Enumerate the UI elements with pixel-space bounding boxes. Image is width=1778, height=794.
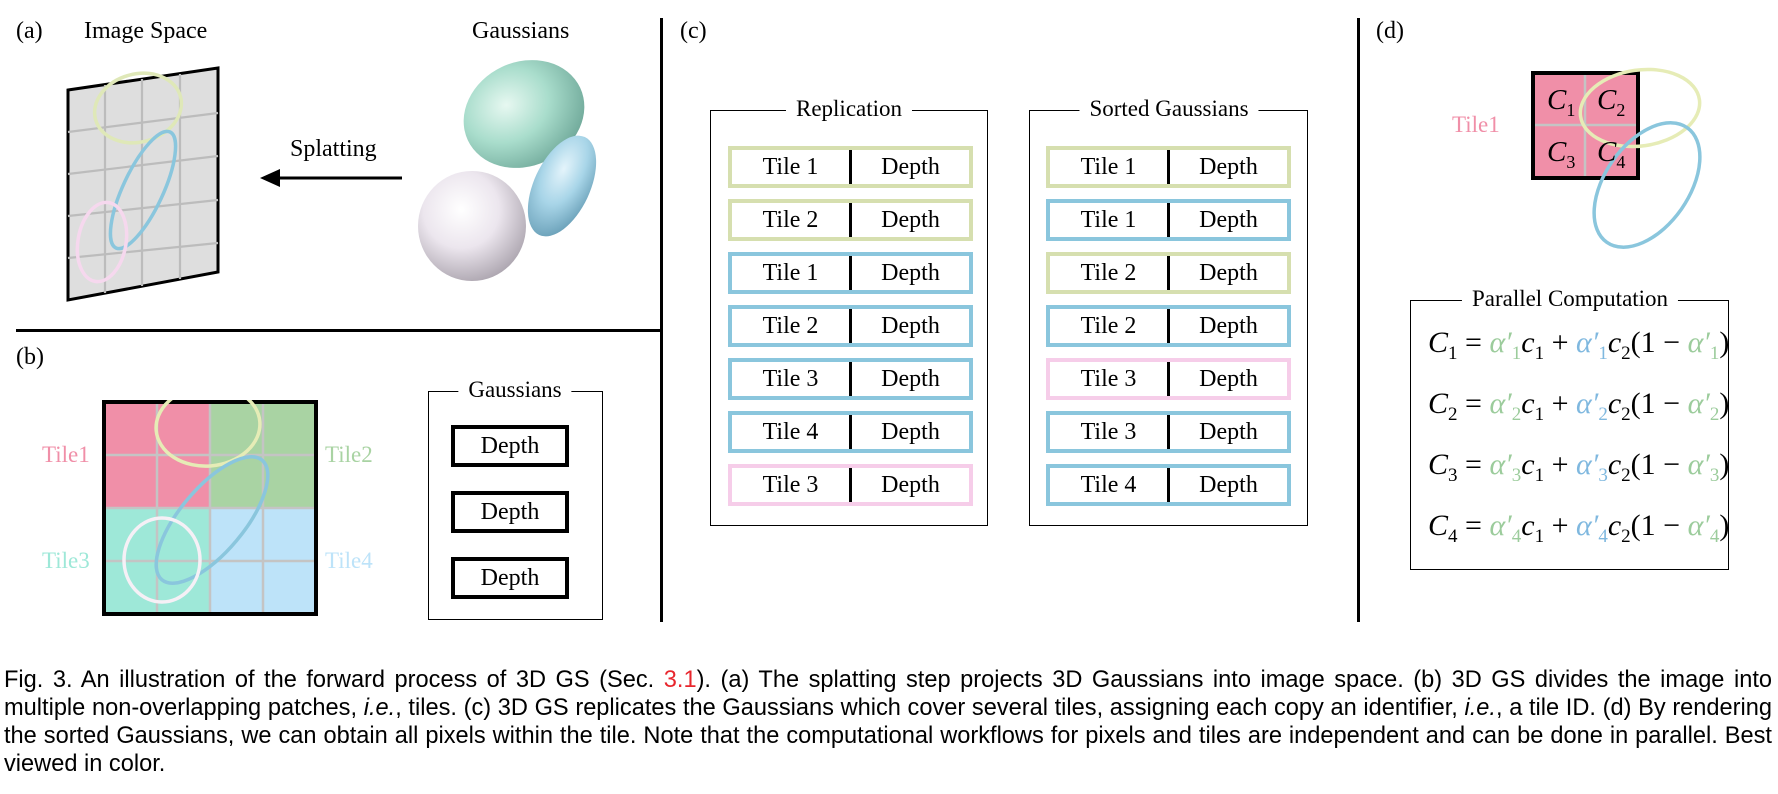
equation-c3: C3 = α′3c1 + α′3c2(1 − α′3) [1428, 448, 1730, 486]
sorted-tile-cell: Tile 1 [1050, 203, 1170, 237]
cell-c1: C1 [1547, 84, 1576, 120]
sorted-depth-cell: Depth [1199, 259, 1258, 286]
figure-caption: Fig. 3. An illustration of the forward p… [4, 666, 1772, 778]
replication-row: Tile 4 Depth [728, 411, 973, 453]
replication-depth-cell: Depth [881, 471, 940, 498]
tile1-label-d: Tile1 [1452, 112, 1500, 137]
tiles-grid [102, 400, 318, 616]
image-space-title: Image Space [84, 18, 208, 44]
sorted-tile-cell: Tile 3 [1050, 415, 1170, 449]
divider-c-d [1357, 18, 1360, 622]
replication-tile-cell: Tile 2 [732, 309, 852, 343]
sorted-tile-cell: Tile 2 [1050, 309, 1170, 343]
replication-row: Tile 3 Depth [728, 358, 973, 400]
caption-section-ref[interactable]: 3.1 [663, 667, 697, 693]
replication-row: Tile 2 Depth [728, 305, 973, 347]
caption-part3: , tiles. (c) 3D GS replicates the Gaussi… [395, 695, 1458, 721]
sorted-row: Tile 1 Depth [1046, 146, 1291, 188]
panel-a-label: (a) [16, 18, 43, 44]
sorted-depth-cell: Depth [1199, 206, 1258, 233]
depth-box-pink: Depth [451, 557, 569, 599]
equation-c2: C2 = α′2c1 + α′2c2(1 − α′2) [1428, 387, 1730, 425]
replication-tile-cell: Tile 1 [732, 256, 852, 290]
sorted-gaussians-title: Sorted Gaussians [1079, 96, 1259, 122]
image-space-plane [66, 66, 220, 302]
splatting-label: Splatting [290, 136, 377, 162]
sorted-depth-cell: Depth [1199, 153, 1258, 180]
divider-a-b [16, 329, 661, 332]
replication-tile-cell: Tile 1 [732, 150, 852, 184]
replication-tile-cell: Tile 2 [732, 203, 852, 237]
replication-depth-cell: Depth [881, 365, 940, 392]
sorted-tile-cell: Tile 1 [1050, 150, 1170, 184]
sorted-row: Tile 3 Depth [1046, 358, 1291, 400]
replication-title: Replication [785, 96, 913, 122]
divider-a-c [660, 18, 663, 622]
caption-ie-1: i.e. [363, 695, 396, 721]
sorted-depth-cell: Depth [1199, 418, 1258, 445]
caption-part4: , a tile ID. (d) By rendering the sorted… [4, 695, 1773, 777]
panel-c-label: (c) [680, 18, 707, 44]
gaussians-3d-illustration [418, 60, 597, 281]
caption-fig: Fig. 3. [4, 667, 73, 693]
replication-depth-cell: Depth [881, 312, 940, 339]
caption-part2: ). (a) The splatting step projects 3D Ga… [4, 667, 1772, 721]
panel-d-label: (d) [1376, 18, 1404, 44]
sorted-tile-cell: Tile 4 [1050, 468, 1170, 502]
sorted-row: Tile 2 Depth [1046, 252, 1291, 294]
tile4-label: Tile4 [325, 548, 373, 573]
sorted-row: Tile 2 Depth [1046, 305, 1291, 347]
replication-tile-cell: Tile 4 [732, 415, 852, 449]
cell-c4: C4 [1597, 136, 1626, 172]
cell-c3: C3 [1547, 136, 1576, 172]
caption-part1: An illustration of the forward process o… [80, 667, 655, 693]
depth-box-blue: Depth [451, 491, 569, 533]
replication-row: Tile 1 Depth [728, 146, 973, 188]
replication-row: Tile 2 Depth [728, 199, 973, 241]
replication-depth-cell: Depth [881, 153, 940, 180]
cell-c2: C2 [1597, 84, 1626, 120]
sorted-row: Tile 1 Depth [1046, 199, 1291, 241]
tile3-label: Tile3 [42, 548, 90, 573]
replication-depth-cell: Depth [881, 418, 940, 445]
panel-b-label: (b) [16, 344, 44, 370]
tile-pixels-diagram [1531, 67, 1702, 249]
replication-depth-cell: Depth [881, 259, 940, 286]
tile1-label: Tile1 [42, 442, 90, 467]
replication-depth-cell: Depth [881, 206, 940, 233]
sorted-row: Tile 4 Depth [1046, 464, 1291, 506]
sorted-tile-cell: Tile 3 [1050, 362, 1170, 396]
sorted-depth-cell: Depth [1199, 365, 1258, 392]
splatting-arrow [260, 169, 402, 187]
equation-c4: C4 = α′4c1 + α′4c2(1 − α′4) [1428, 509, 1730, 547]
tile2-label: Tile2 [325, 442, 373, 467]
replication-tile-cell: Tile 3 [732, 468, 852, 502]
replication-row: Tile 1 Depth [728, 252, 973, 294]
gaussians-legend-title: Gaussians [458, 377, 572, 403]
replication-tile-cell: Tile 3 [732, 362, 852, 396]
sorted-tile-cell: Tile 2 [1050, 256, 1170, 290]
equation-c1: C1 = α′1c1 + α′1c2(1 − α′1) [1428, 326, 1730, 364]
caption-ie-2: i.e. [1464, 695, 1496, 721]
replication-row: Tile 3 Depth [728, 464, 973, 506]
depth-box-yellow: Depth [451, 425, 569, 467]
parallel-computation-title: Parallel Computation [1461, 286, 1679, 312]
sorted-row: Tile 3 Depth [1046, 411, 1291, 453]
sorted-depth-cell: Depth [1199, 312, 1258, 339]
sorted-depth-cell: Depth [1199, 471, 1258, 498]
gaussians-title: Gaussians [472, 18, 570, 44]
